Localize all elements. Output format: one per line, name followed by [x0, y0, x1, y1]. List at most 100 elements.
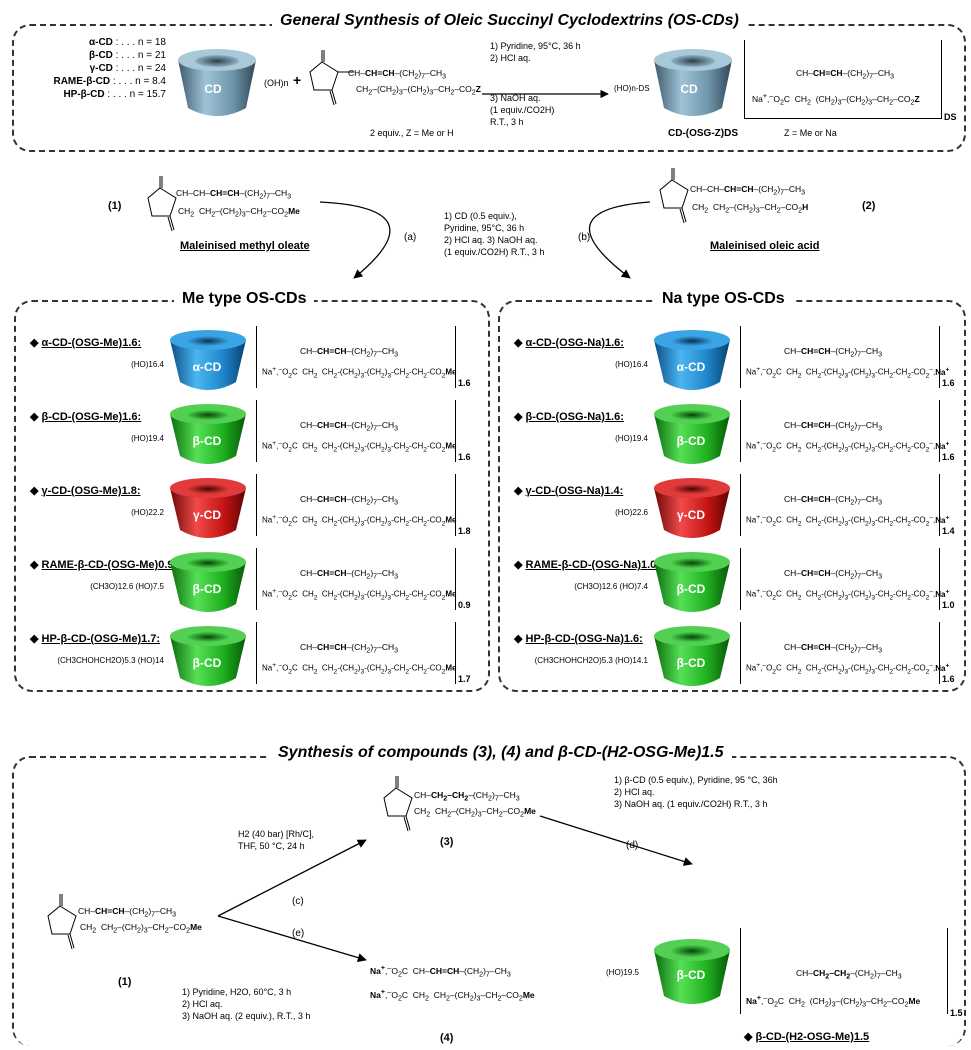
cyclodextrin-cone-icon [654, 404, 730, 464]
row-ho-label: (HO)16.4 [615, 360, 648, 369]
bottom-synthesis-title: Synthesis of compounds (3), (4) and β-CD… [270, 744, 732, 762]
row-bracket [256, 548, 456, 610]
product-bracket [744, 40, 942, 119]
compound-3-number: (3) [440, 836, 454, 848]
bottom-product-formula-1: CH–CH2–CH2–(CH2)7–CH3 [796, 968, 902, 981]
reagent-note: 2 equiv., Z = Me or H [370, 128, 454, 138]
row-bracket [256, 474, 456, 536]
cyclodextrin-cone-icon [654, 552, 730, 612]
compound-4-formula-1: Na+,–O2C CH–CH=CH–(CH2)7–CH3 [370, 964, 511, 979]
row-cd-label: γ-CD [676, 508, 705, 522]
maleinised-reagent-structure [309, 50, 354, 106]
compound-1-number: (1) [108, 200, 122, 212]
row-ho-label: (CH3CHOHCH2O)5.3 (HO)14.1 [534, 656, 648, 665]
row-formula-1: CH–CH=CH–(CH2)7–CH3 [784, 420, 883, 433]
row-label: ◆ α-CD-(OSG-Me)1.6: [30, 337, 142, 349]
row-cd-label: β-CD [192, 656, 222, 670]
compound-4-formula-2: Na+,–O2C CH2 CH2–(CH2)3–CH2–CO2Me [370, 988, 535, 1003]
row-cd-label: β-CD [676, 434, 706, 448]
cyclodextrin-cone-icon [654, 478, 730, 538]
bottom-compound-1-formula-2: CH2 CH2–(CH2)3–CH2–CO2Me [80, 922, 202, 935]
cyclodextrin-cone-icon [170, 404, 246, 464]
conditions-e: 1) Pyridine, H2O, 60°C, 3 h 2) HCl aq. 3… [182, 987, 311, 1021]
ho-n-ds-label: (HO)n-DS [614, 84, 650, 93]
row-formula-1: CH–CH=CH–(CH2)7–CH3 [784, 568, 883, 581]
cd-label: CD [204, 82, 222, 96]
row-formula-1: CH–CH=CH–(CH2)7–CH3 [300, 420, 399, 433]
row-label: ◆ RAME-β-CD-(OSG-Na)1.0: [514, 559, 660, 571]
row-ds: 0.9 [458, 600, 471, 610]
row-formula-1: CH–CH=CH–(CH2)7–CH3 [300, 346, 399, 359]
cd-list-item: RAME-β-CD : . . . n = 8.4 [53, 76, 166, 87]
bottom-compound-1-number: (1) [118, 976, 132, 988]
arrow-a-label: (a) [404, 232, 417, 243]
row-label: ◆ β-CD-(OSG-Me)1.6: [30, 411, 142, 423]
row-formula-2: Na+,–O2C CH2 CH2-(CH2)3-(CH2)3-CH2-CH2-C… [746, 662, 950, 676]
row-formula-2: Na+,–O2C CH2 CH2-(CH2)3-(CH2)3-CH2-CH2-C… [746, 366, 950, 380]
row-cd-label: α-CD [192, 360, 222, 374]
product-z-note: Z = Me or Na [784, 128, 837, 138]
row-formula-2: Na+,–O2C CH2 CH2-(CH2)3-(CH2)3-CH2-CH2-C… [746, 514, 950, 528]
cd-list-item: β-CD : . . . n = 21 [89, 50, 166, 61]
conditions-d: 1) β-CD (0.5 equiv.), Pyridine, 95 °C, 3… [614, 775, 778, 809]
cyclodextrin-cone-icon [170, 552, 246, 612]
cyclodextrin-cone-icon [654, 49, 732, 116]
compound-3-formula-2: CH2 CH2–(CH2)3–CH2–CO2Me [414, 806, 536, 819]
row-formula-2: Na+,–O2C CH2 CH2-(CH2)3-(CH2)3-CH2-CH2-C… [262, 514, 457, 528]
row-ds: 1.7 [458, 674, 471, 684]
row-bracket [256, 400, 456, 462]
bottom-product-label: ◆ β-CD-(H2-OSG-Me)1.5 [744, 1031, 870, 1043]
row-ds: 1.6 [458, 378, 471, 388]
general-synthesis-title: General Synthesis of Oleic Succinyl Cycl… [272, 12, 747, 30]
bottom-product-ds: 1.5 [950, 1008, 963, 1018]
row-cd-label: β-CD [192, 582, 222, 596]
row-ho-label: (CH3CHOHCH2O)5.3 (HO)14 [57, 656, 164, 665]
compound-4-number: (4) [440, 1032, 454, 1044]
middle-conditions: 1) CD (0.5 equiv.), Pyridine, 95°C, 36 h… [444, 211, 545, 257]
compound-2-name: Maleinised oleic acid [710, 240, 820, 252]
row-ho-label: (HO)19.4 [131, 434, 164, 443]
arrow-c-label: (c) [292, 896, 304, 907]
row-label: ◆ γ-CD-(OSG-Me)1.8: [30, 485, 141, 497]
row-formula-1: CH–CH=CH–(CH2)7–CH3 [784, 494, 883, 507]
ds-subscript: DS [944, 112, 957, 122]
row-formula-2: Na+,–O2C CH2 CH2-(CH2)3-(CH2)3-CH2-CH2-C… [262, 588, 457, 602]
product-label: CD-(OSG-Z)DS [668, 128, 738, 139]
row-ds: 1.6 [942, 674, 955, 684]
compound-3-formula-1: CH–CH2–CH2–(CH2)7–CH3 [414, 790, 520, 803]
row-bracket [740, 548, 940, 610]
cd-label: CD [680, 82, 698, 96]
bottom-product-bracket [740, 928, 948, 1014]
compound-2-formula-1: CH–CH–CH=CH–(CH2)7–CH3 [690, 184, 806, 197]
row-label: ◆ β-CD-(OSG-Na)1.6: [514, 411, 624, 423]
cyclodextrin-cone-icon [170, 626, 246, 686]
arrow-b-label: (b) [578, 232, 591, 243]
row-bracket [256, 326, 456, 388]
compound-1-name: Maleinised methyl oleate [180, 240, 310, 252]
reagent-formula-line1: CH–CH=CH–(CH2)7–CH3 [348, 68, 447, 81]
row-ho-label: (HO)22.6 [615, 508, 648, 517]
row-label: ◆ RAME-β-CD-(OSG-Me)0.9: [30, 559, 178, 571]
row-label: ◆ HP-β-CD-(OSG-Me)1.7: [30, 633, 161, 645]
cyclodextrin-cone-icon [170, 478, 246, 538]
conditions-c: H2 (40 bar) [Rh/C], THF, 50 °C, 24 h [238, 829, 315, 851]
row-ds: 1.6 [942, 452, 955, 462]
arrow-d-label: (d) [626, 840, 639, 851]
row-formula-1: CH–CH=CH–(CH2)7–CH3 [300, 494, 399, 507]
row-ho-label: (HO)16.4 [131, 360, 164, 369]
row-ho-label: (HO)19.4 [615, 434, 648, 443]
plus-sign: + [293, 72, 302, 88]
row-formula-1: CH–CH=CH–(CH2)7–CH3 [300, 642, 399, 655]
reaction-arrow [482, 89, 609, 99]
cyclodextrin-cone-icon [654, 626, 730, 686]
product-cd-label: β-CD [676, 968, 706, 982]
row-bracket [740, 400, 940, 462]
row-cd-label: β-CD [192, 434, 222, 448]
row-formula-2: Na+,–O2C CH2 CH2-(CH2)3-(CH2)3-CH2-CH2-C… [262, 662, 457, 676]
row-ds: 1.8 [458, 526, 471, 536]
row-label: ◆ γ-CD-(OSG-Na)1.4: [514, 485, 624, 497]
compound-2-formula-2: CH2 CH2–(CH2)3–CH2–CO2H [692, 202, 809, 215]
compound-2-number: (2) [862, 200, 876, 212]
row-ho-label: (CH3O)12.6 (HO)7.4 [574, 582, 648, 591]
row-cd-label: β-CD [676, 656, 706, 670]
